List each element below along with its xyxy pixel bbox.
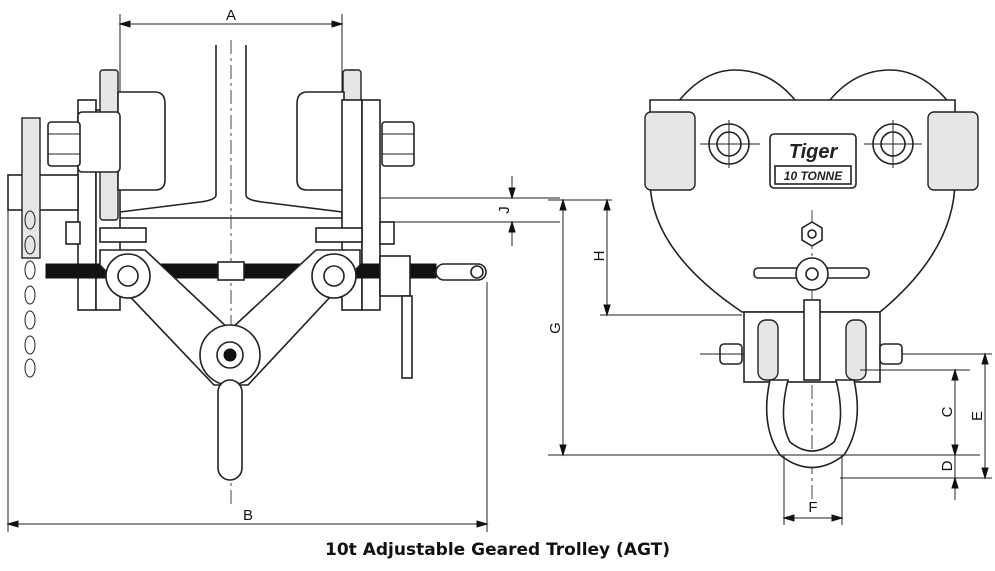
dimension-g: G xyxy=(547,198,980,457)
dim-label-g: G xyxy=(547,322,564,334)
dim-label-h: H xyxy=(591,251,608,262)
suspension-bracket xyxy=(65,221,395,481)
dim-label-j: J xyxy=(496,206,513,214)
dim-label-f: F xyxy=(808,499,817,516)
left-side-plate xyxy=(7,69,166,378)
front-view: A xyxy=(6,7,560,532)
logo-brand: Tiger xyxy=(789,141,839,163)
side-view: Tiger 10 TONNE G xyxy=(547,69,992,525)
dim-label-c: C xyxy=(939,406,956,417)
brand-logo: Tiger 10 TONNE xyxy=(769,133,857,189)
dimension-h: H xyxy=(591,198,742,317)
dim-label-b: B xyxy=(243,507,253,524)
dimension-f: F xyxy=(782,455,844,525)
drawing-caption: 10t Adjustable Geared Trolley (AGT) xyxy=(325,540,670,560)
dimension-a: A xyxy=(118,7,344,92)
dim-label-d: D xyxy=(939,460,956,471)
dim-label-e: E xyxy=(969,411,986,421)
dimension-j: J xyxy=(380,176,560,246)
hand-chain xyxy=(24,210,36,378)
dimension-cde: C D E xyxy=(840,352,992,500)
dim-label-a: A xyxy=(226,7,236,24)
logo-capacity: 10 TONNE xyxy=(784,169,843,183)
dimension-b: B xyxy=(6,210,489,532)
